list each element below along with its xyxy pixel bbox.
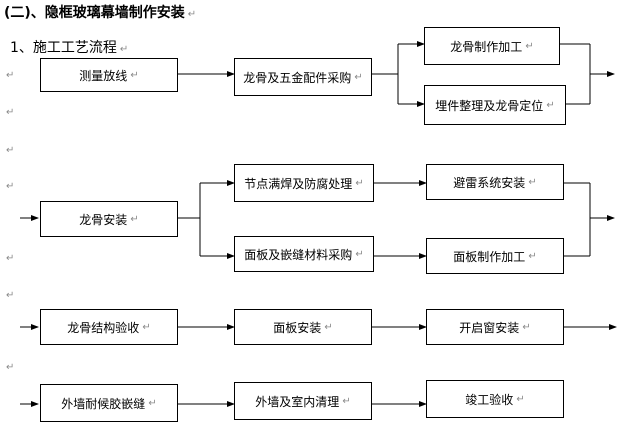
step-keel-make: 龙骨制作加工↵ (424, 27, 560, 65)
section-heading: (二)、隐框玻璃幕墙制作安装↵ (4, 5, 197, 21)
step-embed-position: 埋件整理及龙骨定位↵ (424, 85, 566, 125)
step-keel-inspect: 龙骨结构验收↵ (40, 309, 178, 345)
step-keel-install: 龙骨安装↵ (40, 201, 178, 237)
paragraph-mark: ↵ (6, 107, 15, 118)
step-acceptance: 竣工验收↵ (426, 380, 564, 418)
flow-subheading: 1、施工工艺流程↵ (10, 40, 129, 56)
step-seal: 外墙耐候胶嵌缝↵ (40, 384, 178, 422)
step-weld-antirust: 节点满焊及防腐处理↵ (234, 164, 374, 202)
step-clean: 外墙及室内清理↵ (234, 382, 372, 420)
paragraph-mark: ↵ (6, 70, 15, 81)
step-purchase-keel: 龙骨及五金配件采购↵ (234, 58, 372, 96)
step-panel-install: 面板安装↵ (234, 309, 372, 345)
paragraph-mark: ↵ (6, 253, 15, 264)
paragraph-mark: ↵ (6, 181, 15, 192)
step-panel-purchase: 面板及嵌缝材料采购↵ (234, 236, 374, 272)
step-lightning: 避雷系统安装↵ (426, 164, 564, 200)
step-window-install: 开启窗安装↵ (426, 309, 564, 345)
paragraph-mark: ↵ (6, 145, 15, 156)
paragraph-mark: ↵ (6, 290, 15, 301)
step-measure: 测量放线↵ (40, 58, 178, 92)
paragraph-mark: ↵ (6, 362, 15, 373)
step-panel-make: 面板制作加工↵ (426, 238, 564, 274)
